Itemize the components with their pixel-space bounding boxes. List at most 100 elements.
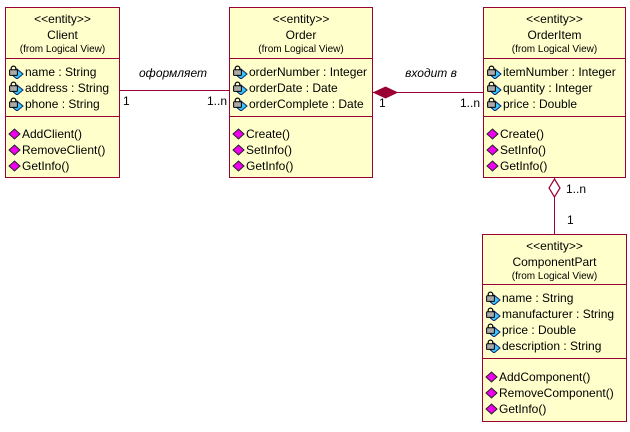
attribute-row: name : String (483, 290, 626, 306)
orderitem-operations-compartment: Create() SetInfo() GetInfo() (484, 116, 625, 177)
operation-row: SetInfo() (230, 142, 372, 158)
attribute-row: phone : String (6, 96, 119, 112)
order-title-compartment: <<entity>> Order (from Logical View) (230, 8, 372, 58)
multiplicity-order-end[interactable]: 1 (379, 96, 386, 110)
class-name-label: Order (285, 28, 317, 42)
orderitem-title-compartment: <<entity>> OrderItem (from Logical View) (484, 8, 625, 58)
operation-icon (232, 144, 245, 156)
association-client-order-line[interactable] (120, 90, 229, 91)
attribute-text: quantity : Integer (503, 81, 593, 95)
operation-icon (232, 160, 245, 172)
attribute-row: manufacturer : String (483, 306, 626, 322)
package-label: (from Logical View) (19, 44, 106, 55)
operation-row: GetInfo() (484, 158, 625, 174)
operation-row: Create() (484, 126, 625, 142)
class-box-componentpart[interactable]: <<entity>> ComponentPart (from Logical V… (482, 234, 627, 422)
association-order-orderitem-label[interactable]: входит в (405, 66, 457, 80)
class-box-client[interactable]: <<entity>> Client (from Logical View) na… (5, 7, 120, 178)
private-attribute-lock-icon (233, 65, 248, 79)
composition-diamond-icon[interactable] (373, 86, 398, 99)
attribute-text: orderDate : Date (249, 81, 338, 95)
attribute-row: description : String (483, 338, 626, 354)
association-client-order-label[interactable]: оформляет (139, 66, 207, 80)
attribute-text: description : String (502, 339, 602, 353)
attribute-text: name : String (25, 65, 97, 79)
private-attribute-lock-icon (233, 81, 248, 95)
operation-row: RemoveClient() (6, 142, 119, 158)
operation-icon (486, 144, 499, 156)
attribute-text: orderComplete : Date (249, 97, 364, 111)
operation-text: AddComponent() (499, 370, 591, 384)
private-attribute-lock-icon (486, 323, 501, 337)
operation-row: AddComponent() (483, 369, 626, 385)
attribute-row: price : Double (484, 96, 625, 112)
attribute-row: price : Double (483, 322, 626, 338)
multiplicity-orderitem-end[interactable]: 1..n (459, 96, 480, 110)
operation-text: AddClient() (22, 127, 83, 141)
operation-text: GetInfo() (246, 159, 294, 173)
class-box-order[interactable]: <<entity>> Order (from Logical View) ord… (229, 7, 373, 178)
attribute-text: price : Double (503, 97, 578, 111)
attribute-row: name : String (6, 64, 119, 80)
client-operations-compartment: AddClient() RemoveClient() GetInfo() (6, 116, 119, 177)
multiplicity-client-end[interactable]: 1 (123, 94, 130, 108)
attribute-row: orderNumber : Integer (230, 64, 372, 80)
private-attribute-lock-icon (486, 307, 501, 321)
operation-row: Create() (230, 126, 372, 142)
multiplicity-order-end[interactable]: 1..n (206, 94, 227, 108)
operation-icon (486, 160, 499, 172)
operation-text: RemoveClient() (22, 143, 106, 157)
private-attribute-lock-icon (487, 97, 502, 111)
attribute-row: quantity : Integer (484, 80, 625, 96)
attribute-row: itemNumber : Integer (484, 64, 625, 80)
multiplicity-orderitem-end[interactable]: 1..n (566, 182, 587, 196)
operation-icon (8, 128, 21, 140)
operation-row: SetInfo() (484, 142, 625, 158)
private-attribute-lock-icon (9, 65, 24, 79)
attribute-text: phone : String (25, 97, 100, 111)
private-attribute-lock-icon (233, 97, 248, 111)
class-box-orderitem[interactable]: <<entity>> OrderItem (from Logical View)… (483, 7, 626, 178)
attribute-row: orderDate : Date (230, 80, 372, 96)
private-attribute-lock-icon (486, 339, 501, 353)
attribute-text: itemNumber : Integer (503, 65, 616, 79)
private-attribute-lock-icon (487, 65, 502, 79)
attribute-text: price : Double (502, 323, 577, 337)
multiplicity-componentpart-end[interactable]: 1 (567, 213, 574, 227)
operation-text: GetInfo() (499, 402, 547, 416)
operation-text: Create() (246, 127, 291, 141)
operation-icon (8, 144, 21, 156)
stereotype-label: <<entity>> (272, 12, 330, 26)
operation-text: SetInfo() (246, 143, 293, 157)
operation-icon (232, 128, 245, 140)
class-name-label: ComponentPart (512, 255, 597, 269)
association-orderitem-componentpart-line[interactable] (554, 178, 555, 234)
operation-text: SetInfo() (500, 143, 547, 157)
aggregation-diamond-icon[interactable] (548, 178, 561, 198)
operation-text: RemoveComponent() (499, 386, 614, 400)
attribute-text: name : String (502, 291, 574, 305)
private-attribute-lock-icon (9, 81, 24, 95)
attribute-text: address : String (25, 81, 110, 95)
package-label: (from Logical View) (258, 44, 344, 55)
operation-icon (485, 403, 498, 415)
order-attributes-compartment: orderNumber : Integer orderDate : Date o… (230, 58, 372, 116)
operation-icon (8, 160, 21, 172)
association-order-orderitem-line[interactable] (373, 92, 483, 93)
private-attribute-lock-icon (487, 81, 502, 95)
client-title-compartment: <<entity>> Client (from Logical View) (6, 8, 119, 58)
operation-text: GetInfo() (22, 159, 70, 173)
operation-row: GetInfo() (230, 158, 372, 174)
private-attribute-lock-icon (486, 291, 501, 305)
attribute-row: orderComplete : Date (230, 96, 372, 112)
operation-icon (485, 371, 498, 383)
package-label: (from Logical View) (511, 271, 598, 282)
stereotype-label: <<entity>> (526, 12, 583, 26)
componentpart-operations-compartment: AddComponent() RemoveComponent() GetInfo… (483, 358, 626, 421)
private-attribute-lock-icon (9, 97, 24, 111)
order-operations-compartment: Create() SetInfo() GetInfo() (230, 116, 372, 177)
attribute-text: orderNumber : Integer (249, 65, 368, 79)
client-attributes-compartment: name : String address : String phone : S… (6, 58, 119, 116)
operation-row: RemoveComponent() (483, 385, 626, 401)
